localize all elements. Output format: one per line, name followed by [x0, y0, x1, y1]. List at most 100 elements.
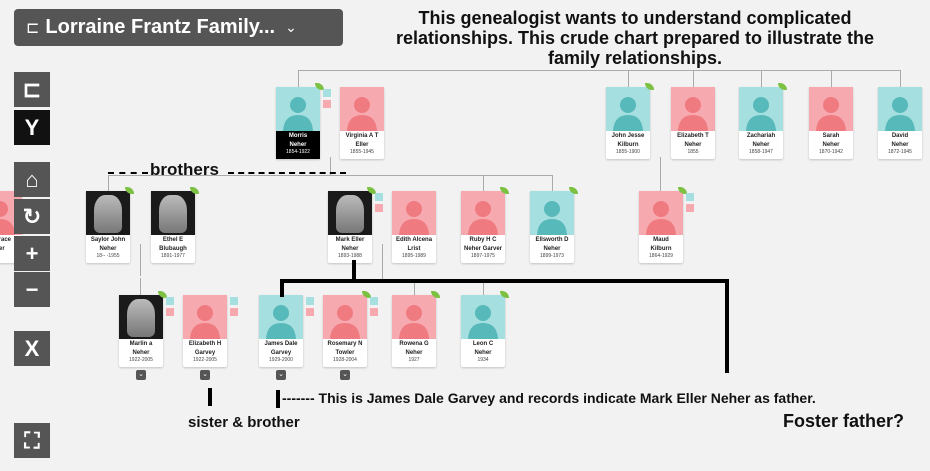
person-dates: 1872-1945 [888, 149, 912, 155]
pedigree-icon: Y [24, 114, 40, 140]
person-dates: 1891-1977 [161, 253, 185, 259]
add-mother-icon[interactable] [323, 100, 331, 108]
add-mother-icon[interactable] [375, 204, 383, 212]
hint-leaf-icon[interactable] [315, 83, 324, 90]
person-surname: Neher [132, 350, 150, 356]
hint-leaf-icon[interactable] [158, 291, 167, 298]
person-dates: 18-- -1955 [96, 253, 120, 259]
person-surname: Neher [543, 246, 561, 252]
person-surname: Garvey [194, 350, 216, 356]
hint-leaf-icon[interactable] [190, 187, 199, 194]
family-title: Lorraine Frantz Family... [45, 16, 276, 38]
add-father-icon[interactable] [306, 297, 314, 305]
person-name: Elizabeth H [188, 341, 222, 347]
add-mother-icon[interactable] [306, 308, 314, 316]
expand-children-button[interactable]: ⌄ [200, 370, 210, 380]
expand-children-button[interactable]: ⌄ [136, 370, 146, 380]
add-mother-icon[interactable] [370, 308, 378, 316]
add-father-icon[interactable] [375, 193, 383, 201]
reset-button[interactable]: ↻ [14, 199, 50, 234]
person-silhouette-icon [678, 97, 708, 131]
add-father-icon[interactable] [230, 297, 238, 305]
hint-leaf-icon[interactable] [569, 187, 578, 194]
person-name: James Dale [264, 341, 298, 347]
person-silhouette-icon [330, 305, 360, 339]
person-surname: Neher [405, 350, 423, 356]
family-view-button[interactable]: ⊏ [14, 72, 50, 107]
dna-button[interactable]: X [14, 331, 50, 366]
hint-leaf-icon[interactable] [367, 187, 376, 194]
add-father-icon[interactable] [370, 297, 378, 305]
person-name: Ethel E [162, 237, 184, 243]
zoom-in-button[interactable]: + [14, 236, 50, 271]
person-name: John Jesse [611, 133, 645, 139]
hint-leaf-icon[interactable] [362, 291, 371, 298]
expand-children-button[interactable]: ⌄ [276, 370, 286, 380]
brothers-dashed-line [228, 172, 346, 174]
hint-leaf-icon[interactable] [125, 187, 134, 194]
person-dates: 1922-2005 [129, 357, 153, 363]
person-silhouette-icon [283, 97, 313, 131]
add-father-icon[interactable] [323, 89, 331, 97]
hint-leaf-icon[interactable] [645, 83, 654, 90]
person-name: a Grace [0, 237, 12, 243]
person-silhouette-icon [468, 201, 498, 235]
hint-leaf-icon[interactable] [678, 187, 687, 194]
add-mother-icon[interactable] [166, 308, 174, 316]
person-dates: 1929-2000 [269, 357, 293, 363]
person-name: Virginia A T [345, 133, 379, 139]
person-name: Ruby H C [469, 237, 497, 243]
home-button[interactable]: ⌂ [14, 162, 50, 197]
hint-leaf-icon[interactable] [500, 187, 509, 194]
add-father-icon[interactable] [686, 193, 694, 201]
person-photo [94, 195, 122, 233]
person-surname: Blubaugh [159, 246, 187, 252]
person-silhouette-icon [190, 305, 220, 339]
add-mother-icon[interactable] [686, 204, 694, 212]
hint-leaf-icon[interactable] [778, 83, 787, 90]
add-mother-icon[interactable] [230, 308, 238, 316]
person-silhouette-icon [746, 97, 776, 131]
person-name: Morris [288, 133, 308, 139]
family-selector[interactable]: ⊏ Lorraine Frantz Family... ⌄ [14, 9, 343, 46]
pedigree-view-button[interactable]: Y [14, 110, 50, 145]
expand-children-button[interactable]: ⌄ [340, 370, 350, 380]
person-surname: Neher [822, 142, 840, 148]
person-name: Marlin a [129, 341, 153, 347]
person-name: Elizabeth T [677, 133, 709, 139]
add-father-icon[interactable] [166, 297, 174, 305]
zoom-out-button[interactable]: − [14, 272, 50, 307]
hint-leaf-icon[interactable] [431, 291, 440, 298]
person-surname: Neher [289, 142, 307, 148]
person-surname: Neher [99, 246, 117, 252]
fullscreen-button[interactable]: ⛶ [14, 423, 50, 458]
person-dates: 1858-1947 [749, 149, 773, 155]
person-silhouette-icon [613, 97, 643, 131]
person-silhouette-icon [816, 97, 846, 131]
person-surname: Neher [474, 350, 492, 356]
person-name: Rowena G [399, 341, 429, 347]
hint-leaf-icon[interactable] [500, 291, 509, 298]
person-name: Sarah [822, 133, 840, 139]
person-dates: 1855-1945 [350, 149, 374, 155]
